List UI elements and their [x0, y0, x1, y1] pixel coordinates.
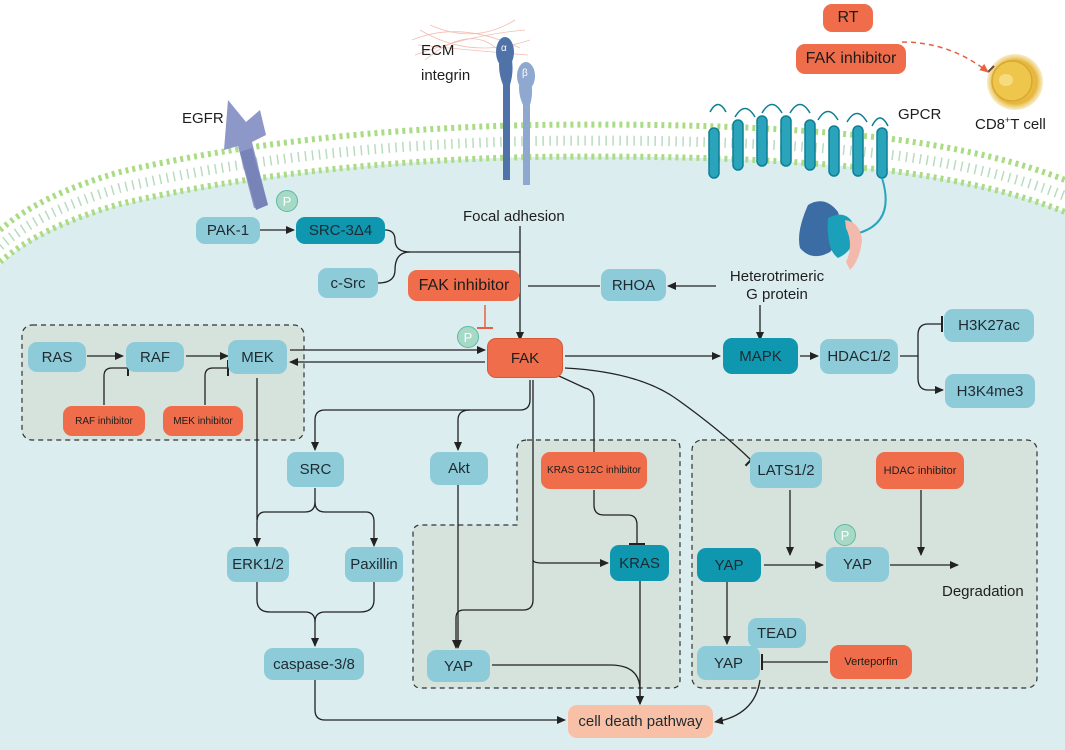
cd8-t-cell [987, 54, 1043, 110]
gpcr-receptor [708, 103, 889, 236]
g-protein-complex [799, 201, 862, 270]
node-hdac12: HDAC1/2 [820, 339, 898, 374]
node-verteporfin: Verteporfin [830, 645, 912, 679]
cd8-superscript: + [1005, 115, 1011, 125]
cell-membrane [0, 121, 1065, 265]
cd8-t-cell-label: CD8+T cell [975, 115, 1046, 133]
ecm-label: ECM [421, 42, 455, 59]
node-kras: KRAS [610, 545, 669, 581]
node-h3k27ac: H3K27ac [944, 309, 1034, 342]
node-paxillin: Paxillin [345, 547, 403, 582]
node-fak: FAK [487, 338, 563, 378]
phospho-yap: P [834, 524, 856, 546]
node-src3d4: SRC-3Δ4 [296, 217, 385, 244]
node-yap-kras-box: YAP [427, 650, 490, 682]
node-ras: RAS [28, 342, 86, 372]
arrow-therapy-to-t-cell [901, 41, 989, 73]
phospho-egfr: P [276, 190, 298, 212]
node-yap-tead: YAP [697, 646, 760, 680]
node-pak1: PAK-1 [196, 217, 260, 244]
heterotrimeric-g-protein-label: Heterotrimeric G protein [718, 268, 836, 304]
integrin-receptor [496, 37, 535, 185]
alpha-label: α [501, 43, 507, 54]
node-fak-inhibitor: FAK inhibitor [408, 270, 520, 301]
node-cell-death-pathway: cell death pathway [568, 705, 713, 738]
node-caspase-3-8: caspase-3/8 [264, 648, 364, 680]
node-c-src: c-Src [318, 268, 378, 298]
egfr-label: EGFR [182, 110, 224, 127]
node-mek-inhibitor: MEK inhibitor [163, 406, 243, 436]
node-lats12: LATS1/2 [750, 452, 822, 488]
cd8-suffix: T cell [1010, 116, 1046, 133]
pathway-arrows [87, 226, 959, 725]
phospho-fak: P [457, 326, 479, 348]
node-hdac-inhibitor: HDAC inhibitor [876, 452, 964, 489]
cd8-prefix: CD8 [975, 116, 1006, 133]
egfr-receptor [224, 100, 268, 210]
hetero-line2: G protein [746, 286, 808, 303]
gpcr-label: GPCR [898, 106, 942, 123]
node-akt: Akt [430, 452, 488, 485]
focal-adhesion-label: Focal adhesion [463, 208, 565, 225]
node-kras-g12c-inhibitor: KRAS G12C inhibitor [541, 452, 647, 489]
degradation-label: Degradation [942, 583, 1024, 600]
integrin-label: integrin [421, 67, 471, 84]
kras-pathway-box [412, 439, 681, 689]
node-src: SRC [287, 452, 344, 487]
beta-label: β [522, 68, 528, 79]
node-yap-upstream: YAP [697, 548, 761, 582]
node-rt: RT [823, 4, 873, 32]
node-mek: MEK [228, 340, 287, 374]
node-raf-inhibitor: RAF inhibitor [63, 406, 145, 436]
node-fak-inhibitor-top: FAK inhibitor [796, 44, 906, 74]
node-tead: TEAD [748, 618, 806, 648]
node-erk12: ERK1/2 [227, 547, 289, 582]
node-h3k4me3: H3K4me3 [945, 374, 1035, 408]
hetero-line1: Heterotrimeric [729, 268, 825, 285]
node-yap-phosphorylated: YAP [826, 547, 889, 582]
node-rhoa: RHOA [601, 269, 666, 301]
node-raf: RAF [126, 342, 184, 372]
node-mapk: MAPK [723, 338, 798, 374]
